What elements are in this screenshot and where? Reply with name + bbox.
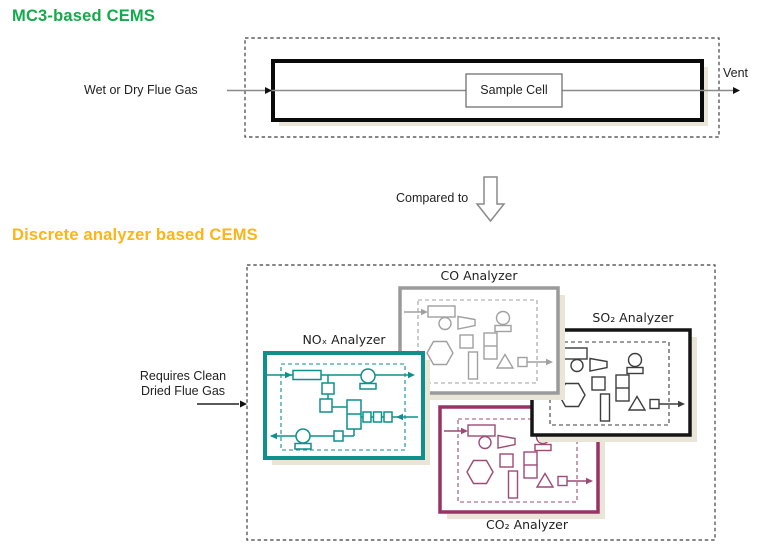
component-pump-head [360,368,376,384]
mc3-inlet-arrow-icon [265,87,272,94]
mc3-section-title: MC3-based CEMS [12,7,156,25]
nox-analyzer-box [263,351,430,465]
mc3-dashed-boundary [244,37,720,138]
discrete-inlet-label: Requires Clean Dried Flue Gas [128,369,238,398]
nox-analyzer-label: NOₓ Analyzer [302,332,386,347]
outlet-arrow-icon [408,371,415,379]
nox-analyzer-border [263,351,425,460]
inlet-arrow-icon [285,371,292,379]
co-analyzer-border [398,286,560,395]
component-pump-head [295,428,311,444]
co2-analyzer-label: CO₂ Analyzer [486,517,568,532]
vent-label: Vent [723,66,749,80]
component-valve [383,411,393,423]
component-rect [292,369,322,381]
component-valve [362,411,372,423]
sample-cell-label: Sample Cell [480,83,548,98]
return-arrow-icon [396,413,403,421]
mc3-inlet-label: Wet or Dry Flue Gas [84,83,198,97]
co2-analyzer-box [438,405,605,519]
discrete-inlet-label-line1: Requires Clean [139,369,227,383]
co-analyzer-box [398,286,565,400]
discrete-inlet-label-line2: Dried Flue Gas [140,383,226,398]
mc3-vent-arrow-icon [733,87,740,94]
component-valve [333,430,344,442]
component-valve [372,411,383,423]
discrete-section-title: Discrete analyzer based CEMS [12,226,258,244]
component-square [319,398,333,413]
compared-to-label: Compared to [396,191,469,205]
sample-cell-box [465,73,563,108]
so2-analyzer-label: SO₂ Analyzer [592,310,674,325]
nox-analyzer-internals [267,363,418,451]
compared-to-down-arrow-icon [475,176,506,223]
co-analyzer-label: CO Analyzer [440,268,518,283]
discrete-inlet-arrow-icon [240,400,247,408]
discrete-dashed-boundary [246,264,716,541]
exhaust-arrow-icon [270,432,277,440]
component-pump-base [359,382,377,390]
component-square [321,382,335,395]
component-pump-base [294,442,312,450]
